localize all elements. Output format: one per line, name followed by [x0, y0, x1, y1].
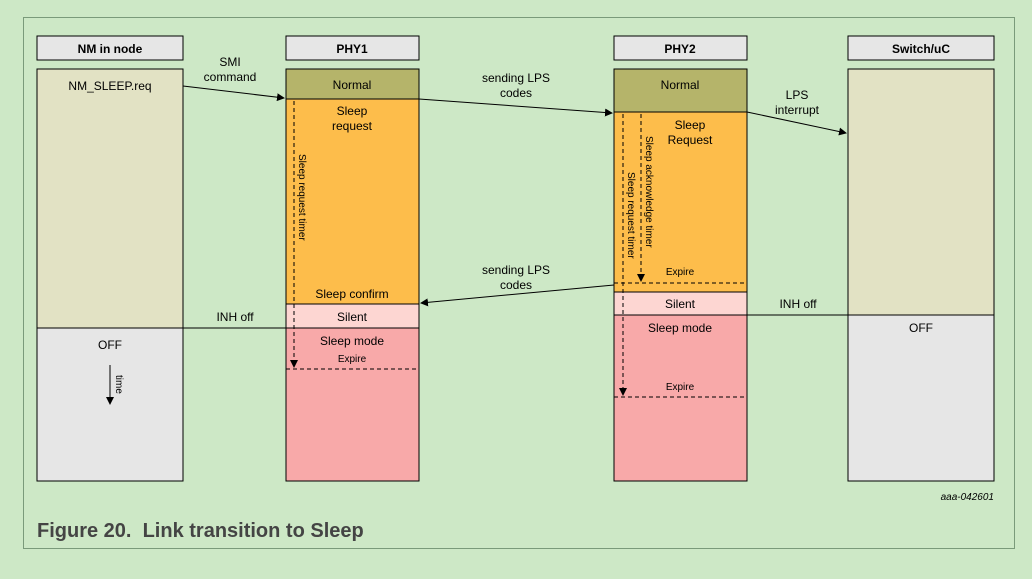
svg-text:Switch/uC: Switch/uC [892, 42, 950, 56]
phy2-sleep-request-label-2: Request [668, 133, 713, 147]
inh-off-right-line: INH off [747, 297, 848, 316]
phy1-silent-label: Silent [337, 310, 368, 324]
svg-text:command: command [204, 70, 257, 84]
figure-caption: Figure 20. Link transition to Sleep [37, 520, 364, 542]
svg-text:SMI: SMI [219, 55, 240, 69]
svg-text:NM in node: NM in node [78, 42, 143, 56]
document-id: aaa-042601 [941, 492, 994, 503]
nm-column: NM_SLEEP.req OFF time [36, 68, 184, 482]
phy1-normal-label: Normal [333, 78, 372, 92]
phy1-sleep-mode-label: Sleep mode [320, 334, 384, 348]
svg-text:INH off: INH off [216, 310, 254, 324]
phy2-column: Normal Sleep Request Expire Silent Sleep… [613, 68, 748, 482]
time-label: time [113, 375, 124, 394]
phy2-silent-label: Silent [665, 297, 696, 311]
figure-frame [23, 17, 1015, 549]
phy1-sleep-request-timer-label: Sleep request timer [296, 154, 307, 241]
phy2-sleep-request-timer-label: Sleep request timer [625, 172, 636, 259]
lps-interrupt-arrow: LPS interrupt [746, 88, 847, 136]
phy2-sleep-mode-label: Sleep mode [648, 321, 712, 335]
phy2-sleep-request-label-1: Sleep [675, 118, 706, 132]
phy2-expire-ack-label: Expire [666, 267, 695, 278]
phy1-sleep-confirm-label: Sleep confirm [315, 287, 388, 301]
phy1-sleep-request-label-1: Sleep [337, 104, 368, 118]
phy1-expire-label: Expire [338, 354, 367, 365]
header-nm-in-node: NM in node [36, 35, 184, 61]
svg-text:codes: codes [500, 86, 532, 100]
switch-column: OFF [847, 68, 995, 482]
inh-off-left-line: INH off [183, 310, 286, 329]
svg-text:PHY2: PHY2 [664, 42, 696, 56]
nm-off-label: OFF [98, 338, 122, 352]
svg-text:interrupt: interrupt [775, 103, 820, 117]
sending-lps-codes-arrow-1: sending LPS codes [418, 71, 613, 117]
header-phy1: PHY1 [285, 35, 420, 61]
phy2-normal-label: Normal [661, 78, 700, 92]
svg-text:sending LPS: sending LPS [482, 263, 550, 277]
smi-command-arrow: SMI command [182, 55, 285, 102]
nm-sleep-req-label: NM_SLEEP.req [68, 79, 151, 93]
header-switch-uc: Switch/uC [847, 35, 995, 61]
phy1-sleep-request-label-2: request [332, 119, 373, 133]
switch-off-label: OFF [909, 321, 933, 335]
header-phy2: PHY2 [613, 35, 748, 61]
sending-lps-codes-arrow-2: sending LPS codes [420, 263, 615, 307]
svg-text:LPS: LPS [786, 88, 809, 102]
phy2-expire-label: Expire [666, 382, 695, 393]
svg-text:PHY1: PHY1 [336, 42, 368, 56]
svg-text:sending LPS: sending LPS [482, 71, 550, 85]
svg-text:INH off: INH off [779, 297, 817, 311]
phy2-sleep-ack-timer-label: Sleep acknowledge timer [643, 136, 654, 248]
svg-text:codes: codes [500, 278, 532, 292]
phy1-column: Normal Sleep request Sleep confirm Silen… [285, 68, 420, 482]
